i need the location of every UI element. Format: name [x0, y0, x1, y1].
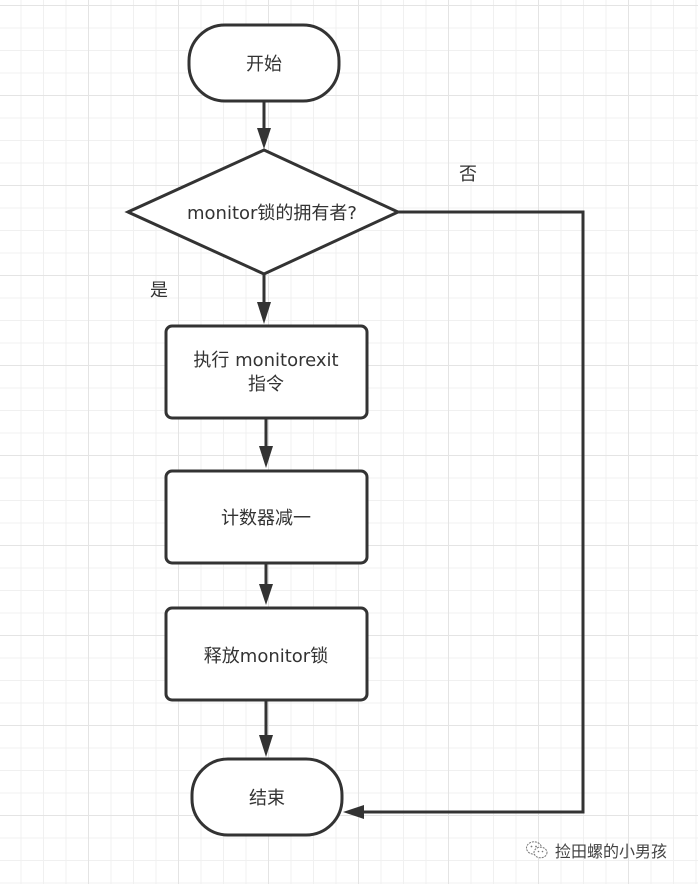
arrowhead-icon: [259, 584, 273, 605]
watermark-text: 捡田螺的小男孩: [555, 842, 668, 861]
end-shape: [190, 757, 344, 837]
arrowhead-icon: [343, 805, 364, 819]
decision-node[interactable]: monitor锁的拥有者?: [124, 148, 402, 276]
yes-label: 是: [150, 280, 168, 301]
edge-decision-to-end: [343, 210, 585, 819]
edge-decision-to-exec: [257, 274, 271, 324]
arrowhead-icon: [257, 128, 271, 149]
edge-start-to-decision: [257, 101, 271, 149]
edge-decrement-to-release: [259, 563, 273, 605]
end-node[interactable]: 结束: [190, 757, 344, 837]
exec-label-line2: 指令: [248, 374, 284, 395]
decrement-node[interactable]: 计数器减一: [164, 469, 369, 565]
wechat-icon: [526, 841, 548, 859]
start-node[interactable]: 开始: [187, 23, 341, 103]
exec-label-line1: 执行 monitorexit: [193, 350, 338, 371]
arrowhead-icon: [257, 302, 271, 324]
release-node[interactable]: 释放monitor锁: [164, 606, 369, 702]
watermark: 捡田螺的小男孩: [525, 838, 667, 862]
decision-label: monitor锁的拥有者?: [187, 203, 357, 224]
exec-shape: [164, 324, 369, 420]
edge-line: [362, 210, 585, 814]
edge-release-to-end: [259, 700, 273, 757]
arrowhead-icon: [259, 735, 273, 757]
end-label: 结束: [249, 788, 285, 809]
decrement-label: 计数器减一: [221, 508, 311, 529]
no-label: 否: [459, 164, 477, 185]
arrowhead-icon: [259, 446, 273, 468]
release-label: 释放monitor锁: [204, 646, 328, 667]
start-label: 开始: [246, 54, 282, 75]
edge-exec-to-decrement: [259, 418, 273, 468]
exec-node[interactable]: 执行 monitorexit 指令: [164, 324, 369, 420]
